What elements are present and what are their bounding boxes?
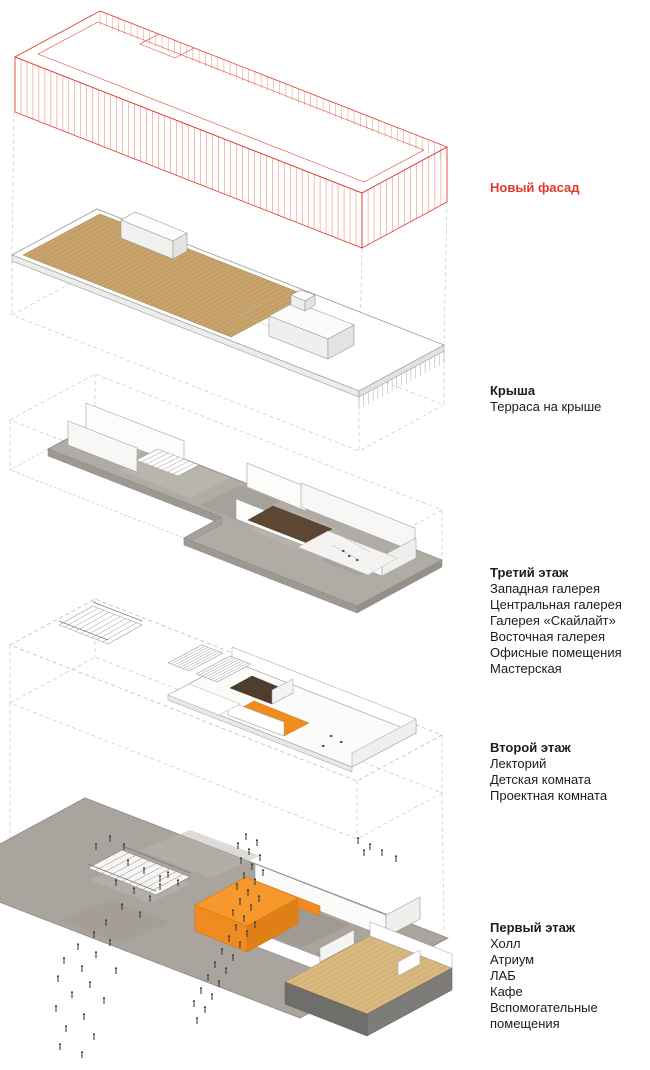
label-second-item: Детская комната — [490, 772, 591, 787]
first-orange-volume — [194, 876, 321, 953]
facade-front-hatch — [14, 57, 363, 248]
label-roof: Крыша Терраса на крыше — [490, 383, 648, 415]
label-third-floor: Третий этаж Западная галерея Центральная… — [490, 565, 648, 677]
second-front-ramp — [167, 683, 241, 716]
third-furniture — [342, 550, 359, 561]
label-first-title: Первый этаж — [490, 920, 576, 935]
label-second-floor: Второй этаж Лекторий Детская комната Про… — [490, 740, 648, 804]
label-first-item: Кафе — [490, 984, 523, 999]
second-furniture — [322, 735, 343, 747]
third-white-room-floor — [297, 530, 398, 576]
third-slab-right — [356, 559, 443, 614]
third-dark-room-floor — [247, 505, 333, 544]
label-second-title: Второй этаж — [490, 740, 571, 755]
label-third-item: Западная галерея — [490, 581, 600, 596]
label-first-item: ЛАБ — [490, 968, 516, 983]
facade-right-hatch — [361, 147, 448, 248]
level-second-floor — [9, 598, 443, 782]
second-walls — [227, 646, 417, 768]
roof-deck-box — [120, 211, 188, 260]
level-new-facade — [14, 10, 448, 249]
first-deck-under-right — [366, 967, 453, 1037]
label-first-item: Холл — [490, 936, 521, 951]
second-stair-2-treads — [195, 655, 252, 683]
first-entry-ramp-treads — [87, 849, 191, 896]
label-first-item: Вспомогательные помещения — [490, 1000, 598, 1031]
second-platform-edge — [167, 694, 353, 773]
level-roof — [11, 208, 445, 409]
facade-parapet-line — [37, 21, 425, 183]
label-third-item: Мастерская — [490, 661, 562, 676]
first-deck-walls — [319, 921, 453, 977]
level-first-floor — [0, 797, 453, 1058]
second-slab-outline — [9, 598, 443, 782]
label-second-item: Проектная комната — [490, 788, 608, 803]
second-left-ramp-treads — [58, 605, 143, 645]
label-facade: Новый фасад — [490, 180, 648, 196]
second-stair-1-treads — [167, 644, 224, 672]
label-second-item: Лекторий — [490, 756, 547, 771]
facade-back-hatch — [99, 11, 448, 161]
label-third-item: Восточная галерея — [490, 629, 605, 644]
label-third-item: Центральная галерея — [490, 597, 622, 612]
roof-louver-ticks — [358, 351, 445, 409]
level-third-floor — [9, 402, 443, 614]
label-first-floor: Первый этаж Холл Атриум ЛАБ Кафе Вспомог… — [490, 920, 648, 1032]
roof-penthouse-box — [268, 289, 355, 360]
label-third-title: Третий этаж — [490, 565, 569, 580]
label-third-item: Галерея «Скайлайт» — [490, 613, 616, 628]
label-third-item: Офисные помещения — [490, 645, 622, 660]
label-first-item: Атриум — [490, 952, 535, 967]
roof-skylight-outline — [239, 298, 331, 339]
third-stair-treads — [135, 448, 201, 477]
label-roof-title: Крыша — [490, 383, 536, 398]
label-facade-title: Новый фасад — [490, 180, 580, 195]
facade-top-face — [14, 10, 448, 194]
label-roof-item: Терраса на крыше — [490, 399, 602, 414]
second-left-ramp — [58, 605, 143, 645]
first-people — [54, 833, 398, 1058]
